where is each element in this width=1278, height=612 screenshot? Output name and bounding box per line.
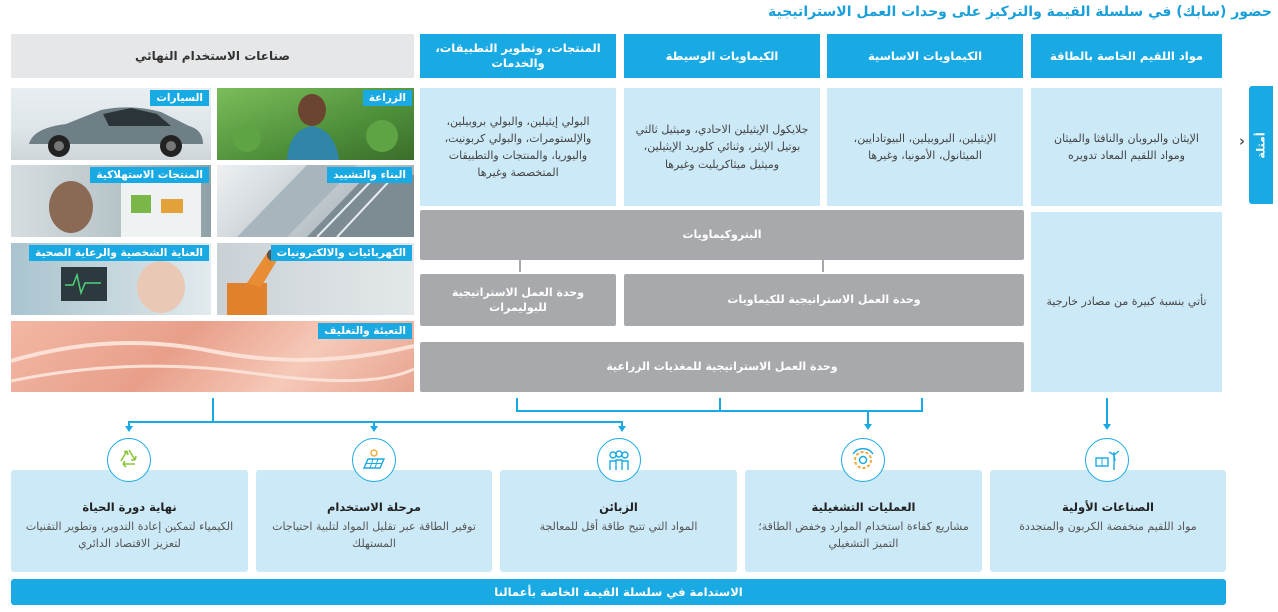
card-end-of-life: نهاية دورة الحياة الكيمياء لتمكين إعادة …: [11, 470, 248, 572]
connector-line: [621, 421, 623, 427]
photo-label-agriculture: الزراعة: [362, 90, 412, 106]
card-text: مواد اللقيم منخفضة الكربون والمتجددة: [1019, 520, 1197, 533]
photo-healthcare: العناية الشخصية والرعاية الصحية: [11, 243, 211, 315]
arrow-down-icon: [864, 424, 872, 430]
examples-tab-label: أمثلة: [1254, 131, 1268, 159]
connector-line: [1106, 398, 1108, 426]
card-text: توفير الطاقة عبر تقليل المواد لتلبية احت…: [272, 520, 476, 550]
photo-label-electronics: الكهربائيات والالكترونيات: [270, 245, 412, 261]
photo-label-healthcare: العناية الشخصية والرعاية الصحية: [29, 245, 209, 261]
page-title: حضور (سابك) في سلسلة القيمة والتركيز على…: [768, 4, 1272, 20]
connector-line: [516, 398, 518, 411]
polymers-sbu-box: وحدة العمل الاستراتيجية للبوليمرات: [420, 274, 616, 326]
feedstock-examples: الإيثان والبروبان والنافثا والميثان وموا…: [1031, 88, 1222, 206]
petrochemicals-box: البتروكيماويات: [420, 210, 1024, 260]
photo-label-cars: السيارات: [150, 90, 209, 106]
examples-tab[interactable]: أمثلة: [1249, 86, 1273, 204]
intermediate-chemicals-examples: جلايكول الإيثيلين الاحادي، وميثيل ثالثي …: [624, 88, 820, 206]
card-text: المواد التي تتيح طاقة أقل للمعالجة: [539, 520, 698, 533]
header-products: المنتجات، وتطوير التطبيقات، والخدمات: [420, 34, 616, 78]
card-title: مرحلة الاستخدام: [326, 500, 422, 514]
arrow-down-icon: [370, 426, 378, 432]
card-text: مشاريع كفاءة استخدام الموارد وخفض الطاقة…: [758, 520, 969, 550]
photo-construction: البناء والتشييد: [217, 165, 414, 237]
connector-line: [867, 410, 869, 426]
building-image: [237, 165, 414, 237]
card-operations: العمليات التشغيلية مشاريع كفاءة استخدام …: [745, 470, 982, 572]
chemicals-sbu-box: وحدة العمل الاستراتيجية للكيماويات: [624, 274, 1024, 326]
header-end-use: صناعات الاستخدام النهائي: [11, 34, 414, 78]
customers-icon: [597, 438, 641, 482]
photo-consumer-products: المنتجات الاستهلاكية: [11, 165, 211, 237]
card-customers: الزبائن المواد التي تتيح طاقة أقل للمعال…: [500, 470, 737, 572]
car-image: [29, 107, 203, 157]
external-sources-note: تأتي بنسبة كبيرة من مصادر خارجية: [1031, 212, 1222, 392]
connector-line: [373, 421, 375, 427]
connector-line: [128, 421, 623, 423]
card-title: نهاية دورة الحياة: [82, 500, 177, 514]
photo-label-construction: البناء والتشييد: [327, 167, 412, 183]
connector-line: [519, 260, 521, 272]
connector-line: [822, 260, 824, 272]
photo-cars: السيارات: [11, 88, 211, 160]
footer-bar: الاستدامة في سلسلة القيمة الخاصة بأعمالن…: [11, 579, 1226, 605]
medical-image: [61, 261, 185, 313]
card-title: العمليات التشغيلية: [811, 500, 916, 514]
basic-chemicals-examples: الإيثيلين، البروبيلين، البيوتادايين، الم…: [827, 88, 1023, 206]
agri-nutrients-sbu-box: وحدة العمل الاستراتيجية للمغذيات الزراعي…: [420, 342, 1024, 392]
arrow-down-icon: [618, 426, 626, 432]
arrow-down-icon: [125, 426, 133, 432]
salmon-image: [11, 341, 414, 383]
products-examples: البولي إيثيلين، والبولي بروبيلين، والإلس…: [420, 88, 616, 206]
photo-agriculture: الزراعة: [217, 88, 414, 160]
card-upstream: الصناعات الأولية مواد اللقيم منخفضة الكر…: [990, 470, 1226, 572]
connector-line: [921, 398, 923, 411]
solar-panel-icon: [352, 438, 396, 482]
farmer-image: [233, 94, 398, 160]
connector-line: [719, 398, 721, 411]
fridge-image: [49, 173, 201, 237]
arrow-down-icon: [1103, 424, 1111, 430]
card-text: الكيمياء لتمكين إعادة التدوير، وتطوير ال…: [25, 520, 234, 550]
photo-label-packaging: التعبئة والتغليف: [318, 323, 412, 339]
chevron-left-icon[interactable]: ‹: [1238, 132, 1245, 150]
card-title: الزبائن: [599, 500, 638, 514]
efficiency-gear-icon: [841, 438, 885, 482]
photo-electronics: الكهربائيات والالكترونيات: [217, 243, 414, 315]
header-basic-chemicals: الكيماويات الاساسية: [827, 34, 1023, 78]
connector-line: [128, 421, 130, 427]
photo-packaging: التعبئة والتغليف: [11, 321, 414, 392]
solar-wind-icon: [1085, 438, 1129, 482]
connector-line: [516, 410, 923, 412]
header-intermediate-chemicals: الكيماويات الوسيطة: [624, 34, 820, 78]
card-use-phase: مرحلة الاستخدام توفير الطاقة عبر تقليل ا…: [256, 470, 492, 572]
photo-label-consumer-products: المنتجات الاستهلاكية: [90, 167, 209, 183]
card-title: الصناعات الأولية: [1062, 500, 1154, 514]
connector-line: [212, 398, 214, 422]
header-feedstock: مواد اللقيم الخاصة بالطاقة: [1031, 34, 1222, 78]
recycle-icon: [107, 438, 151, 482]
